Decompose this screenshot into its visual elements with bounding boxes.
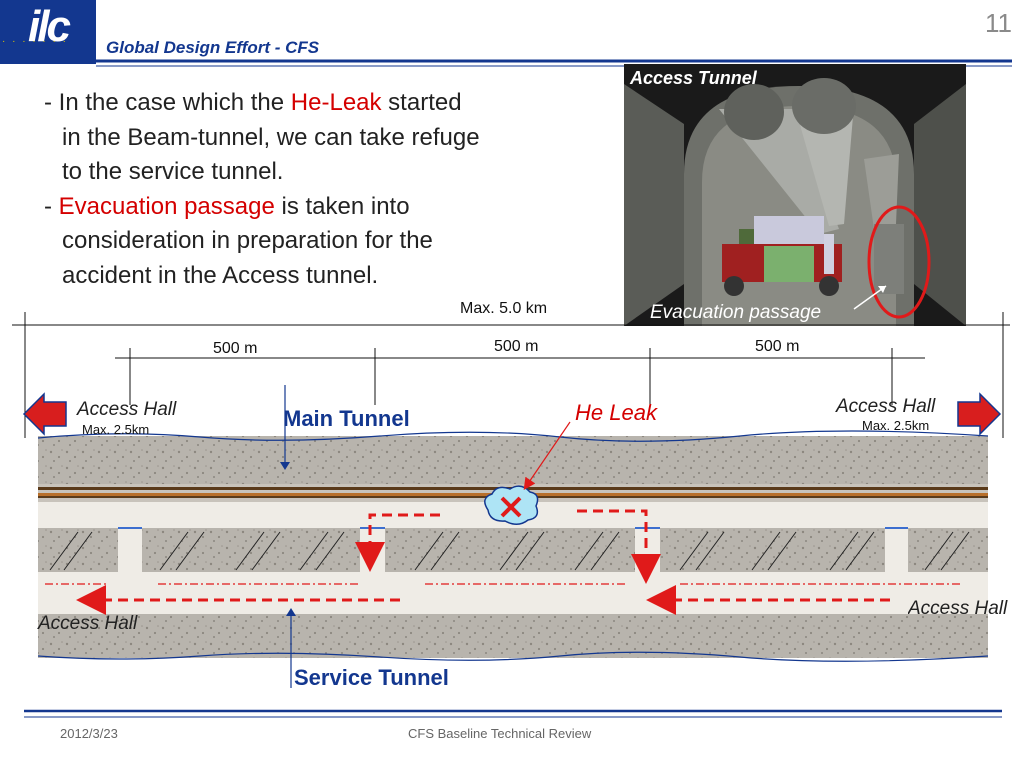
access-hall-left-arrow-icon [22,392,67,436]
segment-mid-label: 500 m [494,338,539,355]
max-left-label: Max. 2.5km [82,422,150,437]
page-number: 11 [985,8,1012,38]
access-tunnel-photo [624,64,966,326]
body-line-4: - Evacuation passage is taken into [44,192,410,220]
he-leak-icon [484,485,539,525]
access-hall-bottom-left-label: Access Hall [38,613,138,634]
he-leak-label: He Leak [575,400,657,425]
max-total-distance-label: Max. 5.0 km [460,300,548,317]
access-hall-top-right-label: Access Hall [836,396,936,417]
body-line-3: to the service tunnel. [62,158,284,185]
main-tunnel-label: Main Tunnel [283,406,410,431]
service-tunnel-label: Service Tunnel [294,665,449,690]
photo-caption: Evacuation passage [650,302,822,323]
body-line-6: accident in the Access tunnel. [62,261,379,289]
ilc-logo [0,0,96,64]
he-leak-highlight: He-Leak [290,89,382,116]
footer-title: CFS Baseline Technical Review [408,726,592,741]
footer-rule [24,709,1002,718]
footer-date: 2012/3/23 [60,726,118,741]
body-line-5: consideration in preparation for the [62,227,433,254]
segment-left-label: 500 m [213,340,258,357]
body-line-2: in the Beam-tunnel, we can take refuge [62,123,480,151]
access-hall-top-left-label: Access Hall [77,399,177,420]
body-line-1: - In the case which the He-Leak started [44,89,462,116]
logo-dots: · · · · · · · [2,36,68,47]
max-right-label: Max. 2.5km [862,418,930,433]
slide-header-title: Global Design Effort - CFS [106,38,320,57]
body-text: - In the case which the He-Leak started … [44,86,584,293]
ilc-logo-text: ilc [28,2,71,51]
access-hall-right-arrow-icon [957,392,1002,436]
segment-right-label: 500 m [755,338,800,355]
access-hall-bottom-right-label: Access Hall [908,598,1008,619]
evacuation-highlight: Evacuation passage [58,192,275,220]
photo-title: Access Tunnel [630,68,757,88]
